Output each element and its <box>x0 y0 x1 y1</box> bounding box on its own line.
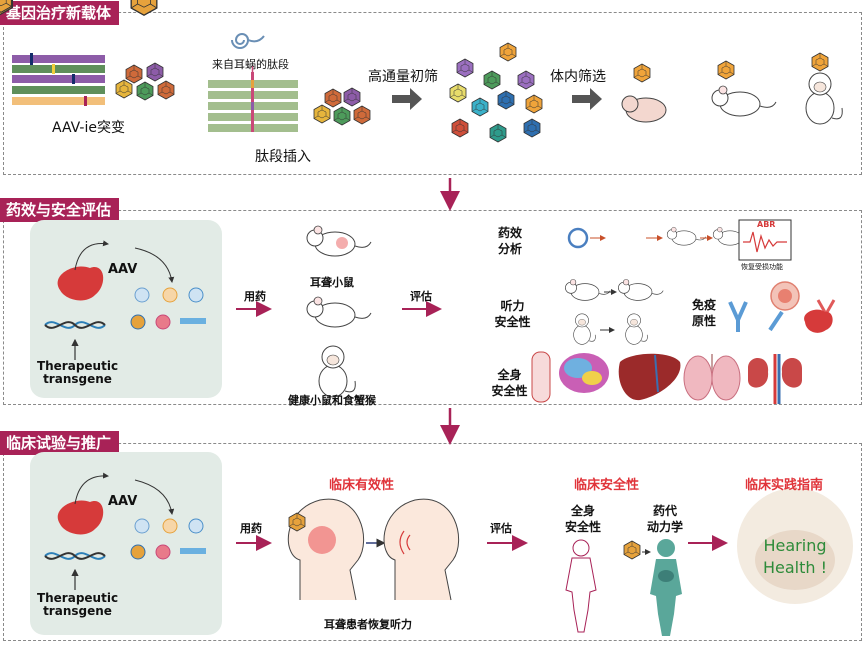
label-clin-safe: 临床安全性 <box>574 478 640 493</box>
hearing-safety-row <box>565 279 664 345</box>
healthy-mouse <box>306 296 372 328</box>
label-pk-2: 动力学 <box>646 520 683 534</box>
label-aav-ie: AAV-ie突变 <box>52 120 125 136</box>
peptide-bars <box>208 66 298 132</box>
arrow-gray-2 <box>572 88 602 110</box>
label-patients: 耳聋患者恢复听力 <box>324 618 412 631</box>
label-deaf-mouse: 耳聋小鼠 <box>310 276 354 289</box>
label-efficacy-2: 分析 <box>497 242 522 256</box>
label-systemic-2a: 全身 <box>497 368 522 382</box>
label-evaluate-2: 评估 <box>410 290 432 303</box>
panel-efficacy-safety <box>3 210 862 405</box>
label-clin-eff: 临床有效性 <box>329 478 395 493</box>
label-systemic-2b: 安全性 <box>491 384 528 398</box>
section-title-clinical: 临床试验与推广 <box>0 431 120 455</box>
label-hearing-safety-1: 听力 <box>500 299 525 313</box>
label-hearing: Hearing <box>763 536 827 555</box>
capsid-cluster-1 <box>115 62 175 101</box>
capsid-library <box>449 42 543 143</box>
human-outline <box>565 539 597 633</box>
label-systemic-3a: 全身 <box>570 504 595 518</box>
aav-mechanism-box-2 <box>30 452 222 635</box>
human-organs <box>650 539 682 636</box>
aav-ie-bars <box>12 53 105 106</box>
label-guide: 临床实践指南 <box>745 478 824 493</box>
aav-mechanism-3 <box>44 0 206 590</box>
label-dosing-3: 用药 <box>240 522 262 535</box>
efficacy-row <box>0 0 792 261</box>
adult-mouse <box>711 85 777 117</box>
label-transgene-3a: Therapeutic <box>36 591 119 605</box>
section-title-efficacy-safety: 药效与安全评估 <box>0 198 120 222</box>
label-transgene-2a: Therapeutic <box>36 359 119 373</box>
label-transgene-2b: transgene <box>43 372 112 386</box>
label-abr: ABR <box>757 220 776 229</box>
label-efficacy-1: 药效 <box>497 226 522 240</box>
label-dosing-2: 用药 <box>244 290 266 303</box>
patient-head-before <box>287 498 365 601</box>
label-aav-3: AAV <box>108 494 138 509</box>
monkey-s2 <box>318 345 356 398</box>
panel-clinical <box>3 443 862 641</box>
label-pk-1: 药代 <box>652 504 677 518</box>
cochlea-icon <box>231 33 265 49</box>
aav-mechanism-2 <box>44 0 206 360</box>
label-peptide-source: 来自耳蜗的肽段 <box>212 58 289 71</box>
label-health: Health ! <box>762 558 828 577</box>
label-abr-caption: 恢复受损功能 <box>741 263 783 271</box>
monkey-s1 <box>805 72 843 125</box>
label-invivo: 体内筛选 <box>550 69 606 85</box>
patient-head-after <box>383 498 460 601</box>
label-aav-2: AAV <box>108 262 138 277</box>
section-title-new-vector: 基因治疗新载体 <box>0 1 120 25</box>
label-hts: 高通量初筛 <box>368 69 438 85</box>
panel-new-vector <box>3 12 862 175</box>
capsid-cluster-2 <box>313 87 371 126</box>
organ-icons <box>531 351 802 404</box>
label-transgene-3b: transgene <box>43 604 112 618</box>
label-peptide-insert: 肽段插入 <box>255 149 311 165</box>
label-systemic-3b: 安全性 <box>564 520 601 534</box>
aav-mechanism-box-1 <box>30 220 222 398</box>
pup-mouse <box>621 63 667 123</box>
arrow-gray-1 <box>392 88 422 110</box>
label-immuno-2: 原性 <box>691 314 716 328</box>
label-immuno-1: 免疫 <box>691 298 716 312</box>
label-evaluate-3: 评估 <box>490 522 512 535</box>
immunogenicity-icons <box>0 0 836 333</box>
label-hearing-safety-2: 安全性 <box>494 315 531 329</box>
label-healthy: 健康小鼠和食蟹猴 <box>288 394 376 407</box>
